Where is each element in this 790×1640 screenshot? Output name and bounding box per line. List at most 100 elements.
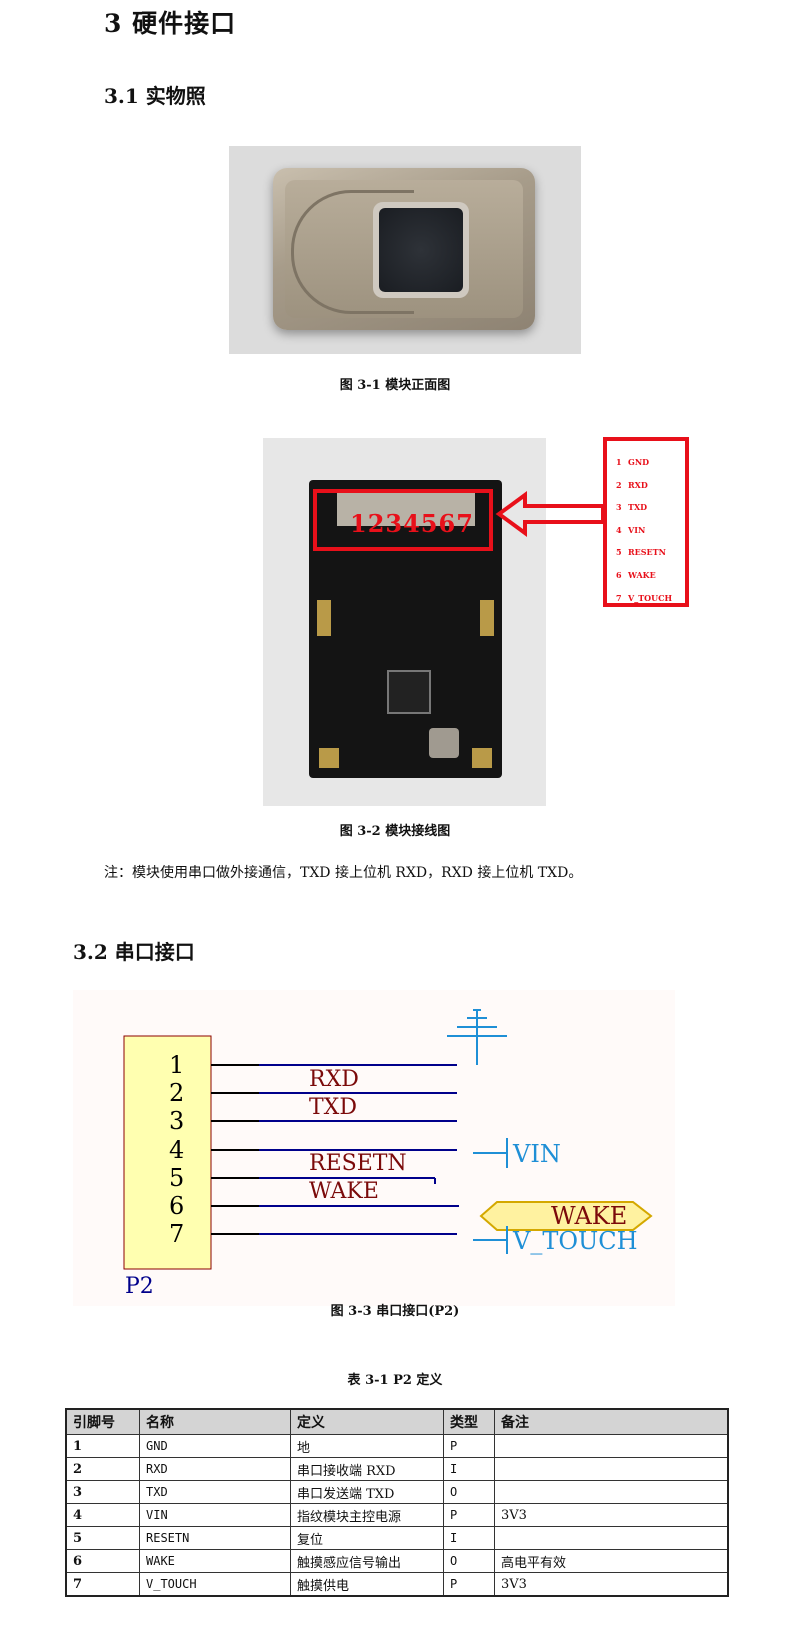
schematic-net-label: RESETN <box>309 1151 407 1176</box>
schematic-pin-number: 7 <box>169 1220 184 1248</box>
module-front-photo <box>229 146 581 354</box>
pin-legend-name: WAKE <box>628 569 656 580</box>
table-cell: O <box>443 1549 495 1573</box>
table-cell: RXD <box>139 1457 291 1481</box>
table-cell: 4 <box>65 1503 140 1527</box>
module-back-photo <box>263 438 546 806</box>
table-cell: I <box>443 1526 495 1550</box>
table-cell: 复位 <box>290 1526 444 1550</box>
arrow-icon <box>495 491 605 537</box>
table-cell: WAKE <box>139 1549 291 1573</box>
pin-legend-number: 2 <box>616 479 622 490</box>
table-header-cell: 类型 <box>443 1408 495 1435</box>
table-cell: 5 <box>65 1526 140 1550</box>
wake-port-shape <box>479 1201 653 1231</box>
table-cell: I <box>443 1457 495 1481</box>
pin-legend-item: 2 RXD <box>616 474 672 497</box>
table-cell: GND <box>139 1434 291 1458</box>
pin-legend-name: RESETN <box>628 547 666 558</box>
pin-legend-number: 6 <box>616 569 622 580</box>
schematic-net-label: WAKE <box>309 1179 379 1204</box>
table-cell: 触摸供电 <box>290 1572 444 1597</box>
section-heading: 3 硬件接口 <box>104 9 237 38</box>
table-cell: VIN <box>139 1503 291 1527</box>
subsection-heading-photo: 3.1 实物照 <box>104 84 206 108</box>
pin-legend-item: 6 WAKE <box>616 564 672 587</box>
pin-legend-name: GND <box>628 457 650 467</box>
schematic-pin-number: 2 <box>169 1079 184 1107</box>
figure-caption-2: 图 3-2 模块接线图 <box>339 824 451 839</box>
table-cell <box>494 1480 729 1504</box>
table-cell: P <box>443 1503 495 1527</box>
schematic-net-label: TXD <box>309 1095 357 1120</box>
chip <box>387 670 431 714</box>
table-header-cell: 备注 <box>494 1408 729 1435</box>
table-cell: 3V3 <box>494 1572 729 1597</box>
pin-legend-item: 1 GND <box>616 451 672 474</box>
pin-legend-number: 3 <box>616 502 622 513</box>
module-housing <box>273 168 535 330</box>
wake-port-label: WAKE <box>551 1202 627 1230</box>
schematic-pin-number: 6 <box>169 1192 184 1220</box>
note-text: 注：模块使用串口做外接通信，TXD 接上位机 RXD，RXD 接上位机 TXD。 <box>104 865 583 881</box>
pin-legend-box: 1 GND 2 RXD 3 TXD 4 VIN 5 RESETN 6 WAKE 7 V_TOUCH <box>603 437 689 607</box>
schematic-pin-number: 3 <box>169 1107 184 1135</box>
table-cell: 触摸感应信号输出 <box>290 1549 444 1573</box>
table-cell: 2 <box>65 1457 140 1481</box>
pin-legend-list: 1 GND 2 RXD 3 TXD 4 VIN 5 RESETN 6 WAKE 7 V_TOUCH <box>616 451 672 609</box>
pcb-board <box>309 480 502 778</box>
pin-legend-name: TXD <box>628 502 648 513</box>
table-cell: P <box>443 1572 495 1597</box>
pin-legend-item: 4 VIN <box>616 519 672 542</box>
pin-legend-number: 1 <box>616 457 622 467</box>
table-cell: 高电平有效 <box>494 1549 729 1573</box>
pin-legend-item: 5 RESETN <box>616 541 672 564</box>
schematic-pin-number: 1 <box>169 1051 184 1079</box>
pin-legend-number: 7 <box>616 592 622 603</box>
pin-legend-number: 5 <box>616 547 622 558</box>
table-header-cell: 引脚号 <box>65 1408 140 1435</box>
table-cell: RESETN <box>139 1526 291 1550</box>
table-cell <box>494 1526 729 1550</box>
table-cell: TXD <box>139 1480 291 1504</box>
connector <box>337 492 475 526</box>
connector-highlight-box <box>313 489 493 551</box>
pin-legend-number: 4 <box>616 524 622 535</box>
table-cell: 地 <box>290 1434 444 1458</box>
table-cell: 指纹模块主控电源 <box>290 1503 444 1527</box>
table-caption: 表 3-1 P2 定义 <box>347 1373 443 1388</box>
table-header-cell: 定义 <box>290 1408 444 1435</box>
fingerprint-sensor <box>373 202 469 298</box>
table-cell: 3V3 <box>494 1503 729 1527</box>
table-cell <box>494 1434 729 1458</box>
schematic-pin-number: 4 <box>169 1136 184 1164</box>
schematic-pin-number: 5 <box>169 1164 184 1192</box>
table-cell <box>494 1457 729 1481</box>
table-cell: P <box>443 1434 495 1458</box>
pin-number-label: 1234567 <box>350 509 474 538</box>
figure-caption-1: 图 3-1 模块正面图 <box>339 378 451 393</box>
pin-legend-name: RXD <box>628 479 648 490</box>
ground-icon <box>447 1009 507 1065</box>
table-cell: 1 <box>65 1434 140 1458</box>
pin-legend-name: VIN <box>628 524 646 535</box>
table-cell: 6 <box>65 1549 140 1573</box>
subsection-heading-serial: 3.2 串口接口 <box>73 940 195 964</box>
connector-body <box>123 1035 212 1270</box>
tact-switch <box>429 728 459 758</box>
table-cell: O <box>443 1480 495 1504</box>
pin-legend-name: V_TOUCH <box>628 592 673 603</box>
table-cell: V_TOUCH <box>139 1572 291 1597</box>
table-cell: 串口发送端 TXD <box>290 1480 444 1504</box>
table-header-cell: 名称 <box>139 1408 291 1435</box>
connector-label: P2 <box>125 1274 154 1299</box>
